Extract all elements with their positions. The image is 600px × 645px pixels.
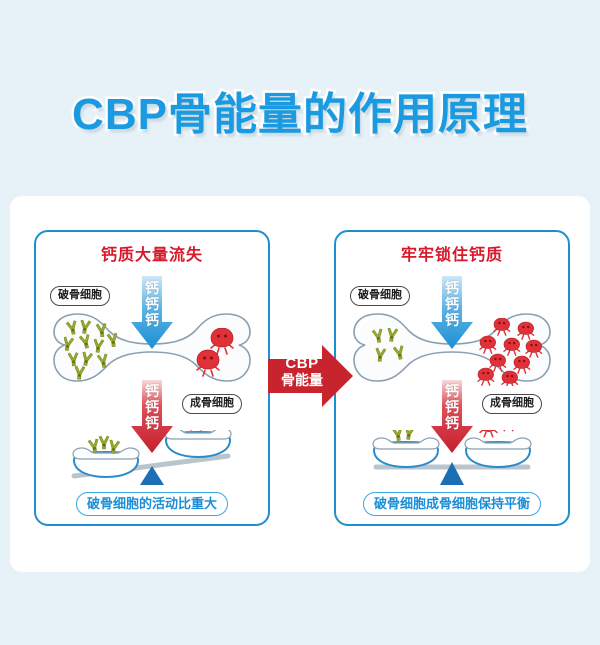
cbp-arrow-shape (268, 345, 353, 407)
cbp-arrow-line2: 骨能量 (281, 372, 323, 388)
osteoclast-cells (63, 319, 118, 380)
label-osteoblast-before: 成骨细胞 (182, 394, 242, 414)
calcium-outflow-arrow-before: 钙 钙 钙 (130, 380, 174, 454)
bone-osteoclast-cluster-after (370, 327, 416, 375)
osteoclast-cells (371, 327, 404, 362)
panel-after: 牢牢锁住钙质 破骨细胞 成骨细胞 钙 钙 钙 (334, 230, 570, 526)
balance-scale-before (58, 407, 246, 488)
label-osteoclast-after: 破骨细胞 (350, 286, 410, 306)
label-osteoclast-before: 破骨细胞 (50, 286, 110, 306)
calcium-text-before-bottom: 钙 钙 钙 (145, 383, 159, 431)
bone-osteoclast-cluster-before (63, 319, 124, 385)
calcium-text-after-top: 钙 钙 钙 (445, 280, 459, 328)
page-title-container: CBP骨能量的作用原理 (0, 78, 600, 142)
label-osteoblast-after: 成骨细胞 (482, 394, 542, 414)
panel-before: 钙质大量流失 破骨细胞 成骨细胞 钙 钙 钙 (34, 230, 270, 526)
page-title: CBP骨能量的作用原理 (70, 88, 530, 142)
status-after: 破骨细胞成骨细胞保持平衡 (362, 492, 542, 516)
blue-arrow-shape (131, 276, 173, 349)
cbp-transition-arrow: CBP 骨能量 (268, 343, 354, 409)
status-before: 破骨细胞的活动比重大 (75, 492, 229, 516)
diagram-card: 钙质大量流失 破骨细胞 成骨细胞 钙 钙 钙 (10, 196, 590, 572)
calcium-inflow-arrow-after: 钙 钙 钙 (430, 276, 474, 350)
cbp-arrow-label: CBP 骨能量 (272, 355, 332, 389)
bone-osteoblast-cluster-before (194, 327, 242, 383)
panel-before-title: 钙质大量流失 (100, 247, 203, 264)
red-arrow-shape (431, 380, 473, 453)
bone-osteoblast-cluster-after (476, 317, 548, 391)
osteoblast-cells (477, 317, 543, 389)
calcium-inflow-arrow-before: 钙 钙 钙 (130, 276, 174, 350)
red-arrow-shape (131, 380, 173, 453)
scale-shape (71, 407, 232, 485)
calcium-outflow-arrow-after: 钙 钙 钙 (430, 380, 474, 454)
osteoblast-cells (196, 327, 234, 377)
calcium-text-after-bottom: 钙 钙 钙 (445, 383, 459, 431)
panel-after-title: 牢牢锁住钙质 (400, 247, 503, 264)
cbp-arrow-line1: CBP (285, 355, 319, 372)
blue-arrow-shape (431, 276, 473, 349)
calcium-text-before-top: 钙 钙 钙 (145, 280, 159, 328)
